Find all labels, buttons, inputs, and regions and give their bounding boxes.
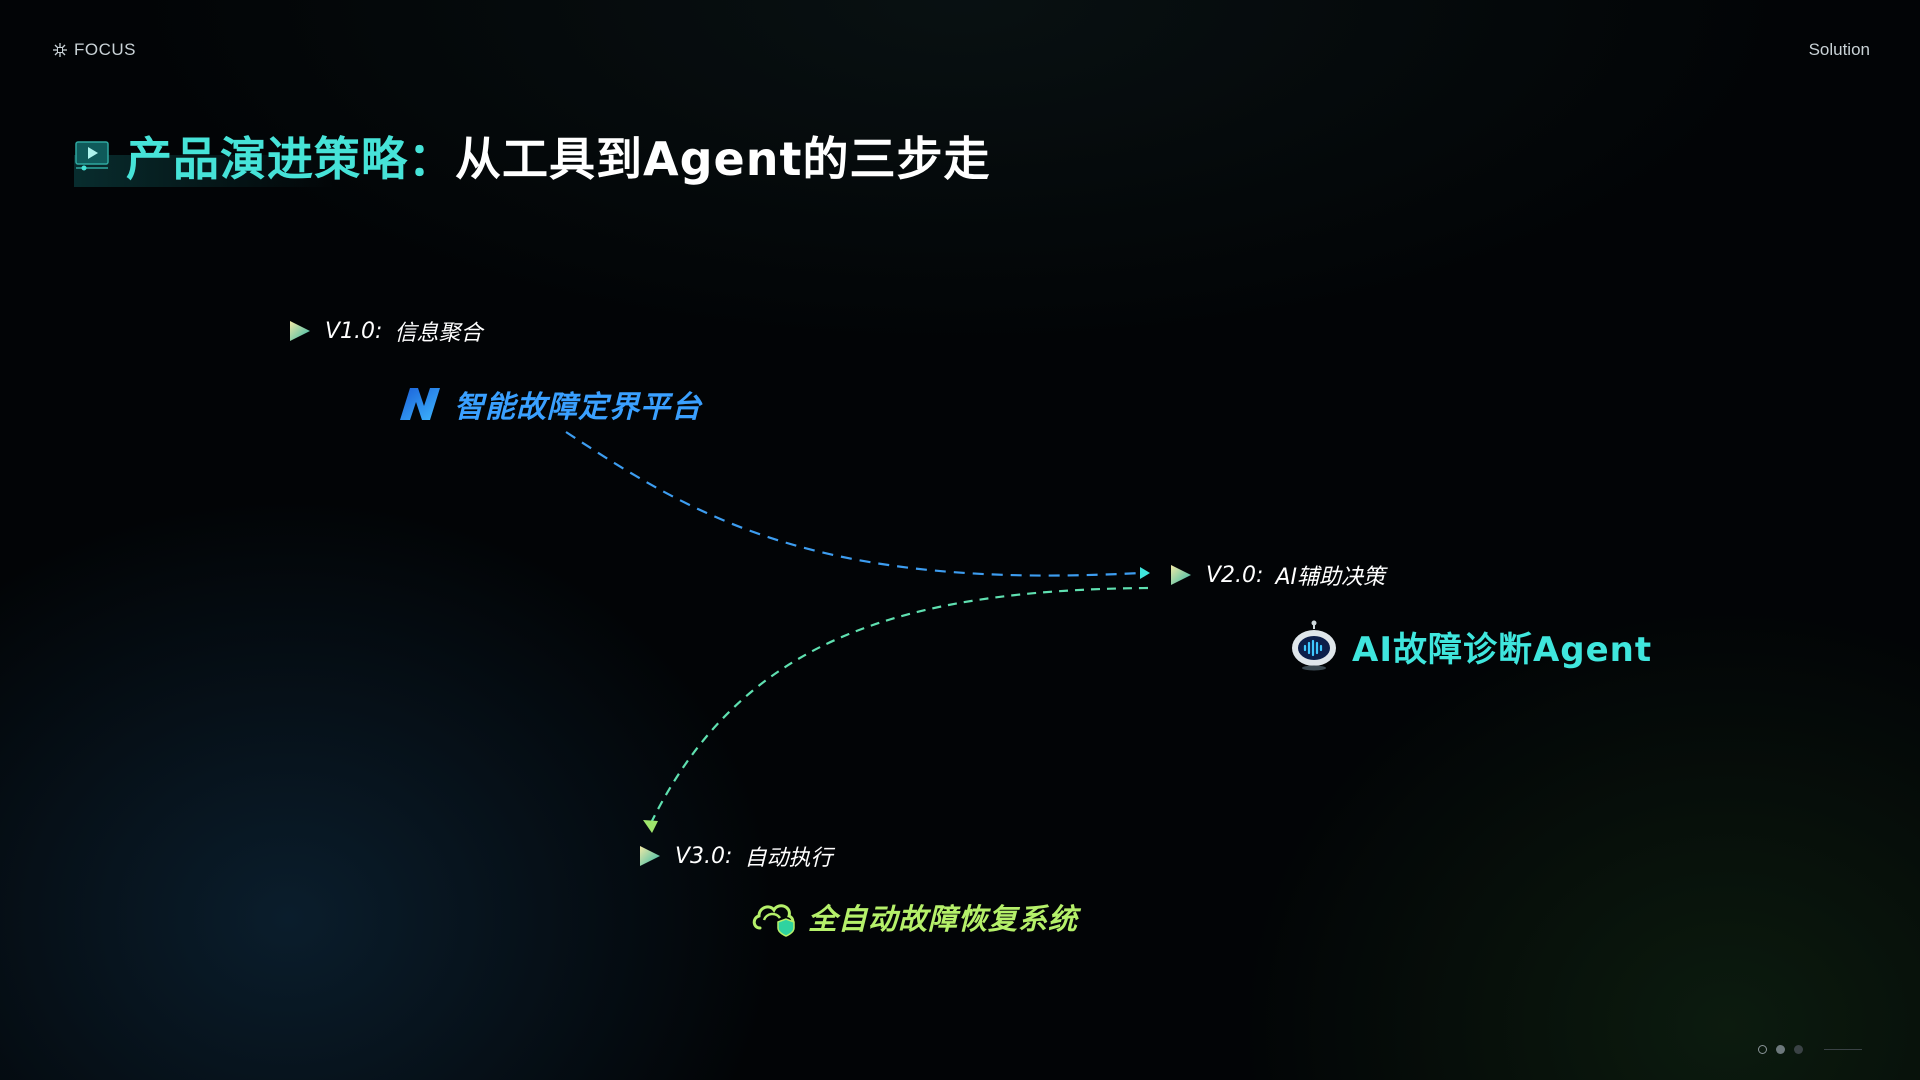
step-v1-version: V1.0: <box>325 318 383 344</box>
pager-dot-3[interactable] <box>1794 1045 1803 1054</box>
step-v1-product: 智能故障定界平台 <box>398 382 702 426</box>
title-text: 产品演进策略：从工具到Agent的三步走 <box>126 123 990 189</box>
step-v2-product-name: AI故障诊断Agent <box>1352 629 1653 670</box>
step-v2-version: V2.0: <box>1206 562 1264 588</box>
step-v1-label: V1.0: 信息聚合 <box>285 315 482 347</box>
video-screen-icon <box>75 141 109 171</box>
path-v1-to-v2 <box>565 431 1141 577</box>
step-v2-label: V2.0: AI辅助决策 <box>1166 559 1385 591</box>
step-v2-name: AI辅助决策 <box>1275 565 1385 590</box>
n-logo-icon <box>400 388 440 420</box>
step-v2-product: AI故障诊断Agent <box>1288 620 1652 672</box>
title-highlight: 产品演进策略： <box>126 132 455 186</box>
arrow-v3-head <box>643 820 658 833</box>
play-triangle-icon <box>290 321 310 341</box>
sparkle-icon <box>53 43 67 57</box>
path-v2-to-v3 <box>649 586 1149 826</box>
brand: FOCUS <box>52 40 136 60</box>
step-v3-name: 自动执行 <box>744 846 833 871</box>
play-triangle-icon <box>640 846 660 866</box>
step-v3-product: 全自动故障恢复系统 <box>750 896 1078 938</box>
step-v3-label: V3.0: 自动执行 <box>635 840 832 872</box>
page-title: 产品演进策略：从工具到Agent的三步走 <box>74 125 990 187</box>
title-decoration <box>74 155 334 187</box>
pager-dot-1[interactable] <box>1758 1045 1767 1054</box>
step-v3-version: V3.0: <box>675 843 733 869</box>
brand-name: FOCUS <box>74 40 136 59</box>
play-triangle-icon <box>1171 565 1191 585</box>
cloud-shield-icon <box>752 904 795 937</box>
arrow-v2-head <box>1140 567 1150 579</box>
robot-icon <box>1292 620 1336 671</box>
page-indicator <box>1758 1045 1862 1054</box>
step-v1-name: 信息聚合 <box>394 321 483 346</box>
step-v3-product-name: 全自动故障恢复系统 <box>808 902 1079 936</box>
section-label: Solution <box>1808 40 1870 59</box>
pager-line <box>1824 1049 1862 1050</box>
title-rest: 从工具到Agent的三步走 <box>455 132 991 186</box>
step-v1-product-name: 智能故障定界平台 <box>454 390 702 425</box>
pager-dot-2[interactable] <box>1776 1045 1785 1054</box>
